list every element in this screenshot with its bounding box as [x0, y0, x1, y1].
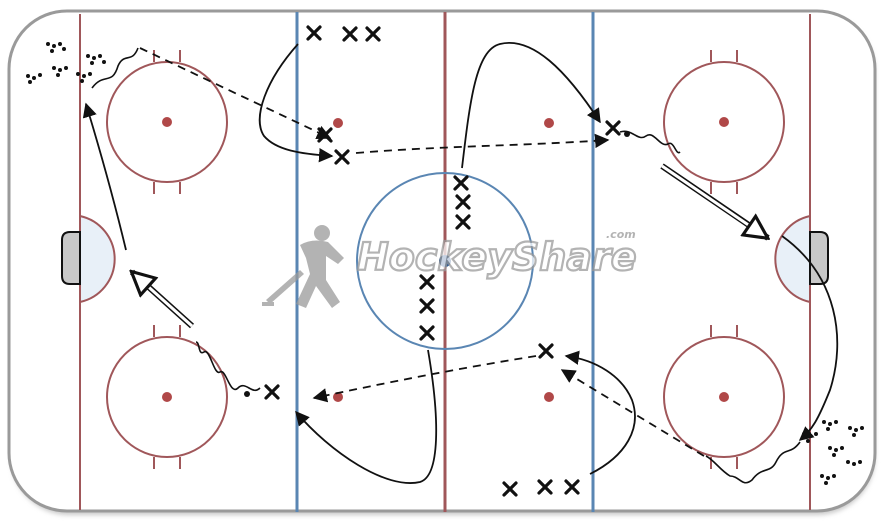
player-x-icon	[538, 343, 554, 359]
players	[264, 25, 621, 497]
skate-path-center-top-loop	[461, 41, 601, 169]
player-x-icon	[455, 194, 471, 210]
player-x-icon	[453, 175, 469, 191]
player-x-icon	[317, 127, 333, 143]
puck-icon	[624, 131, 630, 137]
watermark-brand: HockeyShare	[357, 235, 636, 279]
pass-path-top-left	[139, 47, 332, 139]
neutral-dot-right-top	[544, 118, 554, 128]
player-x-icon	[365, 26, 381, 42]
player-x-icon	[605, 120, 621, 136]
puck-carry-path-top-left	[91, 47, 139, 89]
neutral-dot-left-top	[333, 118, 343, 128]
neutral-dot-left-bottom	[333, 392, 343, 402]
neutral-dot-right-bottom	[544, 392, 554, 402]
watermark-suffix: .com	[606, 228, 636, 241]
goal-net-left	[61, 231, 81, 285]
player-x-icon	[306, 25, 322, 41]
player-x-icon	[537, 479, 553, 495]
player-x-icon	[342, 26, 358, 42]
shot-arrow-right	[661, 164, 766, 237]
puck-pile-top-left	[26, 42, 106, 84]
pass-path-top-neutral	[355, 133, 610, 154]
skate-path-left-net	[82, 102, 127, 251]
player-x-icon	[264, 384, 280, 400]
goal-crease-left	[79, 214, 116, 304]
skate-path-bottom-neutral-right	[564, 350, 636, 475]
watermark: HockeyShare .com	[262, 225, 638, 308]
shot-arrow-left	[133, 273, 194, 328]
puck-carry-path-bottom-left	[195, 341, 261, 392]
faceoff-circle-left-top	[106, 50, 228, 194]
skate-path-center-bottom-loop	[295, 349, 438, 484]
faceoff-circle-right-bottom	[663, 325, 785, 469]
center-dot	[439, 255, 451, 267]
pass-path-bottom-neutral	[312, 355, 537, 403]
player-x-icon	[564, 479, 580, 495]
skate-path-right-net	[781, 235, 839, 441]
faceoff-circle-right-top	[663, 50, 785, 194]
player-x-icon	[419, 298, 435, 314]
skate-path-top-neutral-left	[258, 43, 334, 163]
puck-carry-path-bottom-right	[705, 441, 801, 484]
goal-net-right	[809, 231, 829, 285]
hockey-player-silhouette-icon	[262, 225, 344, 308]
center-circle	[356, 172, 534, 350]
puck-pile-bottom-right	[802, 420, 864, 485]
player-x-icon	[502, 481, 518, 497]
player-x-icon	[455, 214, 471, 230]
player-x-icon	[419, 274, 435, 290]
puck-icon-bottom-left	[244, 391, 250, 397]
faceoff-circle-left-bottom	[106, 325, 228, 469]
player-x-icon	[419, 325, 435, 341]
puck-carry-path-top-right	[619, 130, 681, 154]
player-x-icon	[334, 149, 350, 165]
